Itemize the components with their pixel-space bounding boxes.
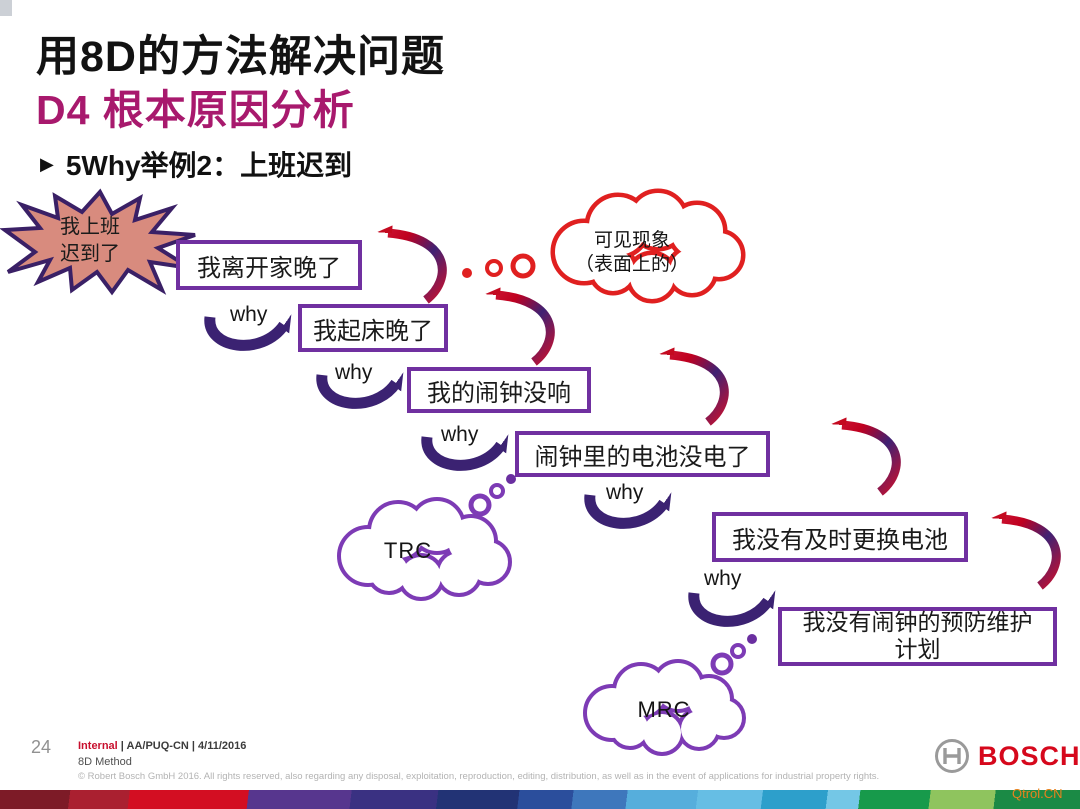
why-arrow-1 [204, 317, 284, 351]
mrc-trail-bubble [710, 652, 734, 676]
bosch-logo: BOSCH [934, 738, 1080, 774]
why-arrow-2 [316, 375, 396, 409]
visible-phenomenon-cloud [550, 188, 746, 304]
starburst-shape [0, 188, 196, 296]
footer-meta-text: | AA/PUQ-CN | 4/11/2016 [120, 740, 247, 752]
trc-trail-dot [506, 474, 516, 484]
page-number: 24 [31, 737, 52, 757]
red-arrow-4 [842, 425, 901, 496]
why-arrow-3 [421, 437, 501, 471]
mrc-cloud [583, 634, 757, 756]
bullet-line: ▶ 5Why举例2：上班迟到 [40, 144, 352, 184]
red-arrow-5 [1002, 519, 1061, 590]
footer-copyright: © Robert Bosch GmbH 2016. All rights res… [78, 771, 880, 782]
cause-box-1: 我离开家晚了 [176, 240, 362, 290]
why-label-4: why [606, 481, 644, 504]
red-arrow-1 [388, 233, 447, 304]
why-label-5: why [704, 567, 742, 590]
footer-subtitle: 8D Method [78, 756, 132, 768]
cause-box-3: 我的闹钟没响 [407, 367, 591, 413]
bosch-wordmark: BOSCH [978, 740, 1080, 771]
starburst-label: 我上班 迟到了 [60, 214, 120, 265]
trc-trail-bubble [468, 493, 492, 517]
red-arrow-3 [670, 355, 729, 426]
mrc-trail-bubble [730, 643, 746, 659]
why-label-3: why [441, 423, 479, 446]
red-thought-trail [462, 253, 536, 279]
trc-cloud-label: TRC [383, 538, 433, 563]
why-label-1: why [230, 303, 268, 326]
why-arrow-4 [584, 495, 664, 529]
why-arrow-5 [688, 593, 768, 627]
cause-box-4: 闹钟里的电池没电了 [515, 431, 770, 477]
red-arrow-2 [496, 295, 555, 366]
mrc-cloud-label: MRC [637, 697, 691, 722]
bosch-armature-icon [935, 739, 969, 773]
cause-box-5: 我没有及时更换电池 [712, 512, 968, 562]
classification-label: Internal [78, 740, 118, 752]
mrc-trail-dot [747, 634, 757, 644]
trc-trail-bubble [489, 483, 505, 499]
corner-artifact [0, 0, 12, 16]
why-label-2: why [335, 361, 373, 384]
cause-box-2: 我起床晚了 [298, 304, 448, 352]
page-subtitle: D4 根本原因分析 [36, 87, 355, 133]
trc-cloud [337, 474, 516, 601]
visible-cloud-label: 可见现象 （表面上的） [574, 229, 689, 275]
bullet-triangle-icon: ▶ [40, 153, 54, 174]
page-title: 用8D的方法解决问题 [36, 33, 445, 81]
footer-meta: Internal | AA/PUQ-CN | 4/11/2016 [78, 740, 246, 752]
watermark: Qtrol.CN [1012, 786, 1063, 801]
cause-box-6: 我没有闹钟的预防维护计划 [778, 607, 1057, 666]
bosch-supergraphic-bar [0, 790, 1080, 809]
bullet-text: 5Why举例2：上班迟到 [65, 150, 353, 181]
